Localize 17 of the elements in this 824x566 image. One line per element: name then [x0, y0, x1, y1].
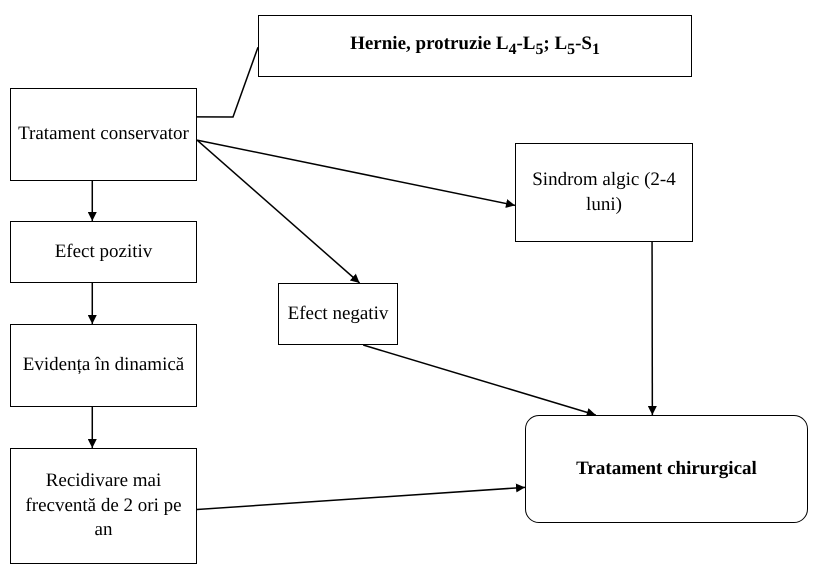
arrow — [196, 483, 526, 510]
process-box: Recidivare mai frecventă de 2 ori pe an — [10, 448, 197, 564]
callout-box: Hernie, protruzie L$_{4}$-L$_{5}$; L$_{5}$-S$_{1}$ — [258, 15, 692, 77]
arrow — [196, 139, 516, 208]
arrow — [88, 181, 97, 221]
process-box: Tratament conservator — [10, 88, 197, 181]
arrow — [362, 344, 596, 417]
leader-line — [197, 46, 259, 118]
process-box: Efect negativ — [278, 283, 398, 345]
process-box: Efect pozitiv — [10, 221, 197, 283]
arrow — [648, 242, 657, 415]
process-box: Evidența în dinamică — [10, 324, 197, 407]
arrow — [196, 140, 360, 284]
outcome-box: Tratament chirurgical — [525, 415, 808, 523]
arrow — [88, 283, 97, 324]
arrow — [88, 407, 97, 448]
process-box: Sindrom algic (2-4 luni) — [515, 143, 693, 242]
